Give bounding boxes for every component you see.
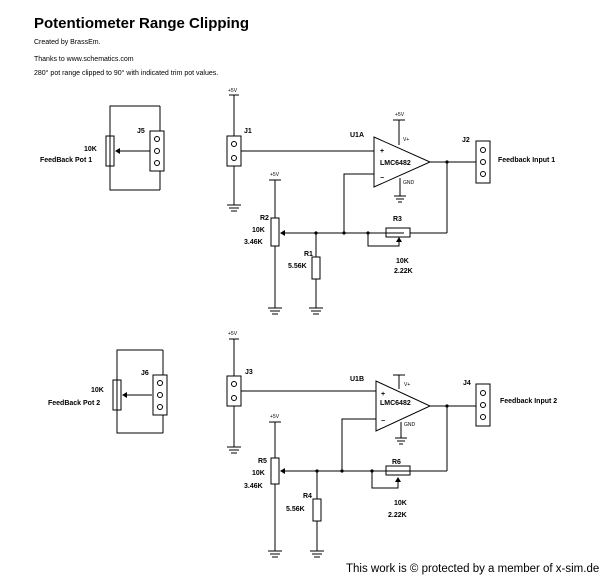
output-1-label: Feedback Input 1 bbox=[498, 157, 555, 164]
connector-j4-label: J4 bbox=[463, 380, 471, 387]
opamp-u1a-minus: − bbox=[380, 175, 384, 182]
r5-value: 10K bbox=[252, 470, 265, 477]
pot-2-label: FeedBack Pot 2 bbox=[48, 400, 100, 407]
resistor-r5: +5V R5 10K 3.46K bbox=[244, 414, 447, 558]
r4-ref: R4 bbox=[303, 493, 312, 500]
opamp-u1a-vplus: V+ bbox=[403, 137, 409, 143]
r1-ref: R1 bbox=[304, 251, 313, 258]
resistor-r2: +5V R2 10K 3.46K bbox=[244, 172, 404, 315]
pot-1-value: 10K bbox=[84, 146, 97, 153]
opamp-u1a-gnd: GND bbox=[403, 180, 415, 186]
r6-trim: 2.22K bbox=[388, 512, 407, 519]
circuit-1: 10K FeedBack Pot 1 J5 +5V bbox=[40, 88, 555, 315]
footer-notice: This work is © protected by a member of … bbox=[346, 563, 600, 575]
r5-trim: 3.46K bbox=[244, 483, 263, 490]
connector-j3: +5V J3 bbox=[226, 331, 376, 454]
r2-trim: 3.46K bbox=[244, 239, 263, 246]
opamp-u1b-minus: − bbox=[381, 418, 385, 425]
r5-supply-label: +5V bbox=[270, 414, 280, 420]
connector-j6-label: J6 bbox=[141, 370, 149, 377]
thanks-text: Thanks to www.schematics.com bbox=[34, 56, 134, 63]
r2-ref: R2 bbox=[260, 215, 269, 222]
j3-supply-label: +5V bbox=[228, 331, 238, 337]
page-title: Potentiometer Range Clipping bbox=[34, 15, 250, 32]
description-text: 280° pot range clipped to 90° with indic… bbox=[34, 70, 219, 77]
r6-ref: R6 bbox=[392, 459, 401, 466]
j1-supply-label: +5V bbox=[228, 88, 238, 94]
connector-j1: +5V J1 bbox=[226, 88, 374, 212]
credit-text: Created by BrassEm. bbox=[34, 39, 101, 46]
opamp-u1b-plus: + bbox=[381, 391, 385, 398]
resistor-r4: R4 5.56K bbox=[286, 469, 324, 558]
r5-ref: R5 bbox=[258, 458, 267, 465]
r1-value: 5.56K bbox=[288, 263, 307, 270]
connector-j5-label: J5 bbox=[137, 128, 145, 135]
opamp-u1a-part: LMC6482 bbox=[380, 160, 411, 167]
r3-ref: R3 bbox=[393, 216, 402, 223]
r3-value: 10K bbox=[396, 258, 409, 265]
r2-supply-label: +5V bbox=[270, 172, 280, 178]
opamp-u1a-ref: U1A bbox=[350, 132, 364, 139]
connector-j5: J5 bbox=[137, 128, 165, 172]
circuit-2: 10K FeedBack Pot 2 J6 +5V bbox=[48, 331, 557, 558]
resistor-r3: R3 10K 2.22K bbox=[342, 216, 447, 275]
opamp-u1b: + − LMC6482 V+ GND U1B bbox=[341, 374, 476, 471]
opamp-u1b-ref: U1B bbox=[350, 376, 364, 383]
output-2-label: Feedback Input 2 bbox=[500, 398, 557, 405]
opamp-u1a-supply: +5V bbox=[395, 112, 405, 118]
r4-value: 5.56K bbox=[286, 506, 305, 513]
connector-j4: J4 Feedback Input 2 bbox=[463, 380, 557, 427]
r6-value: 10K bbox=[394, 500, 407, 507]
feedback-pot-2: 10K FeedBack Pot 2 bbox=[48, 349, 164, 434]
resistor-r1: R1 5.56K bbox=[288, 231, 323, 315]
connector-j2: J2 Feedback Input 1 bbox=[462, 137, 555, 184]
opamp-u1a-plus: + bbox=[380, 148, 384, 155]
connector-j6: J6 bbox=[141, 370, 168, 416]
opamp-u1a: + − LMC6482 V+ GND U1A +5V bbox=[343, 112, 476, 233]
connector-j1-label: J1 bbox=[244, 128, 252, 135]
feedback-pot-1: 10K FeedBack Pot 1 bbox=[40, 105, 161, 191]
resistor-r6: R6 10K 2.22K bbox=[340, 459, 411, 519]
r2-value: 10K bbox=[252, 227, 265, 234]
opamp-u1b-part: LMC6482 bbox=[380, 400, 411, 407]
opamp-u1b-vplus: V+ bbox=[404, 382, 410, 388]
connector-j3-label: J3 bbox=[245, 369, 253, 376]
opamp-u1b-gnd: GND bbox=[404, 422, 416, 428]
r3-trim: 2.22K bbox=[394, 268, 413, 275]
connector-j2-label: J2 bbox=[462, 137, 470, 144]
pot-1-label: FeedBack Pot 1 bbox=[40, 157, 92, 164]
pot-2-value: 10K bbox=[91, 387, 104, 394]
